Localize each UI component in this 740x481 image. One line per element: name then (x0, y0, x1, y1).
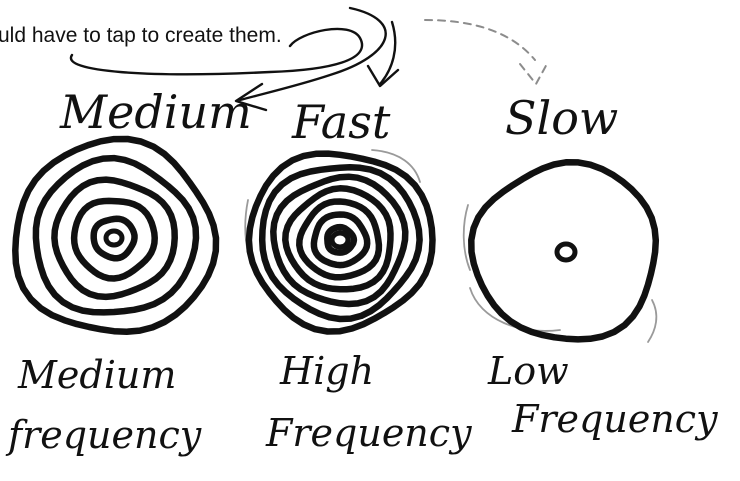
arrow-to-slow-head (520, 62, 548, 84)
frequency-label-high-line2: Frequency (265, 411, 472, 455)
arrow-to-slow (425, 20, 535, 60)
frequency-label-medium-line2: frequency (5, 413, 202, 457)
medium-ring-5 (94, 219, 135, 258)
arrow-to-medium (240, 8, 386, 100)
speed-label-fast: Fast (291, 95, 391, 149)
frequency-label-low-line1: Low (487, 349, 569, 393)
high-ring-6 (314, 215, 367, 266)
frequency-label-low-line2: Frequency (511, 397, 718, 441)
frequency-label-medium-line1: Medium (17, 353, 176, 397)
pencil-marks (245, 150, 656, 342)
high-ring-3 (273, 177, 405, 304)
low-ring-1 (471, 162, 656, 339)
frequency-label-high-line1: High (279, 349, 374, 393)
low-frequency-ring (471, 162, 656, 339)
speed-label-slow: Slow (505, 91, 618, 145)
speed-label-medium: Medium (59, 85, 252, 139)
caption-text: uld have to tap to create them. (0, 24, 282, 47)
medium-frequency-rings (15, 139, 216, 332)
medium-ring-1 (15, 139, 216, 332)
arrow-to-fast-head (368, 66, 398, 86)
high-frequency-rings (249, 154, 433, 332)
medium-ring-4 (74, 201, 155, 279)
high-center-dot (332, 233, 348, 247)
low-center-dot (557, 244, 575, 260)
medium-center-dot (106, 231, 122, 245)
